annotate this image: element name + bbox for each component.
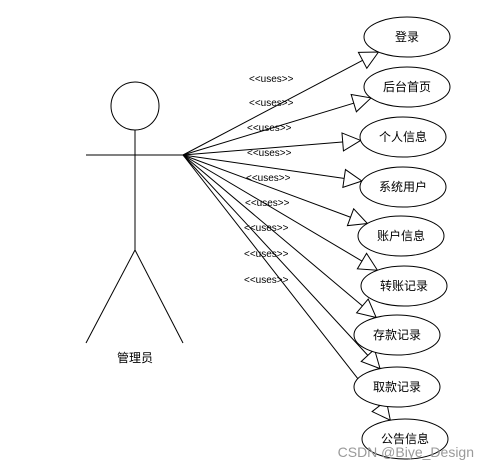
uses-label: <<uses>> (249, 98, 294, 109)
arrowhead (360, 348, 381, 370)
use-case: 系统用户 (359, 166, 447, 208)
actor-label: 管理员 (117, 350, 153, 365)
uses-label: <<uses>> (247, 148, 292, 159)
uses-line (182, 154, 378, 271)
uses-label: <<uses>> (247, 123, 292, 134)
uses-line (182, 154, 377, 318)
use-case-label: 转账记录 (380, 278, 428, 293)
actor-head (110, 81, 160, 131)
uses-label: <<uses>> (249, 74, 294, 85)
use-case: 取款记录 (353, 366, 441, 408)
actor-figure (85, 81, 184, 344)
uses-line (182, 154, 391, 421)
use-case-ellipse (359, 166, 447, 208)
arrowhead (355, 298, 378, 319)
uses-line (182, 97, 372, 156)
use-case: 存款记录 (353, 314, 441, 356)
use-case: 个人信息 (359, 116, 447, 158)
use-case-label: 系统用户 (379, 179, 427, 194)
use-case-label: 登录 (395, 29, 419, 44)
uses-label: <<uses>> (244, 275, 289, 286)
use-case-ellipse (360, 265, 448, 307)
use-case: 账户信息 (357, 215, 445, 257)
watermark: CSDN @Biye_Design (338, 444, 474, 460)
use-case-label: 账户信息 (377, 228, 425, 243)
use-case-label: 后台首页 (383, 79, 431, 94)
use-case-label: 公告信息 (381, 431, 429, 446)
actor-left-leg (85, 249, 136, 344)
use-case-ellipse (361, 418, 449, 460)
use-case-ellipse (363, 16, 451, 58)
uses-relations: <<uses>> <<uses>> <<uses>> <<uses>> <<uses>>… (182, 51, 391, 422)
arrowhead (356, 252, 379, 271)
uses-line (182, 139, 361, 156)
use-case-ellipse (363, 66, 451, 108)
use-case-label: 存款记录 (373, 328, 421, 342)
actor-right-leg (134, 249, 184, 344)
use-case: 公告信息 (361, 418, 449, 460)
uses-label: <<uses>> (244, 249, 289, 260)
use-case-ellipse (353, 314, 441, 356)
use-case-ellipse (357, 215, 445, 257)
uses-label: <<uses>> (245, 198, 290, 209)
use-case-ellipse (359, 116, 447, 158)
use-case-ellipse (353, 366, 441, 408)
use-case-label: 个人信息 (379, 129, 427, 144)
use-case: 转账记录 (360, 265, 448, 307)
arrowhead (357, 51, 380, 70)
use-case: 登录 (363, 16, 451, 58)
arrowhead (342, 168, 364, 189)
uses-label: <<uses>> (246, 173, 291, 184)
arrowhead (350, 93, 373, 113)
uses-line (182, 154, 368, 224)
uses-line (182, 154, 363, 182)
use-case-label: 取款记录 (373, 380, 421, 394)
arrowhead (341, 132, 362, 152)
arrowhead (346, 207, 369, 227)
uses-label: <<uses>> (244, 223, 289, 234)
uses-line (182, 154, 381, 369)
uses-line (182, 51, 379, 156)
use-case: 后台首页 (363, 66, 451, 108)
